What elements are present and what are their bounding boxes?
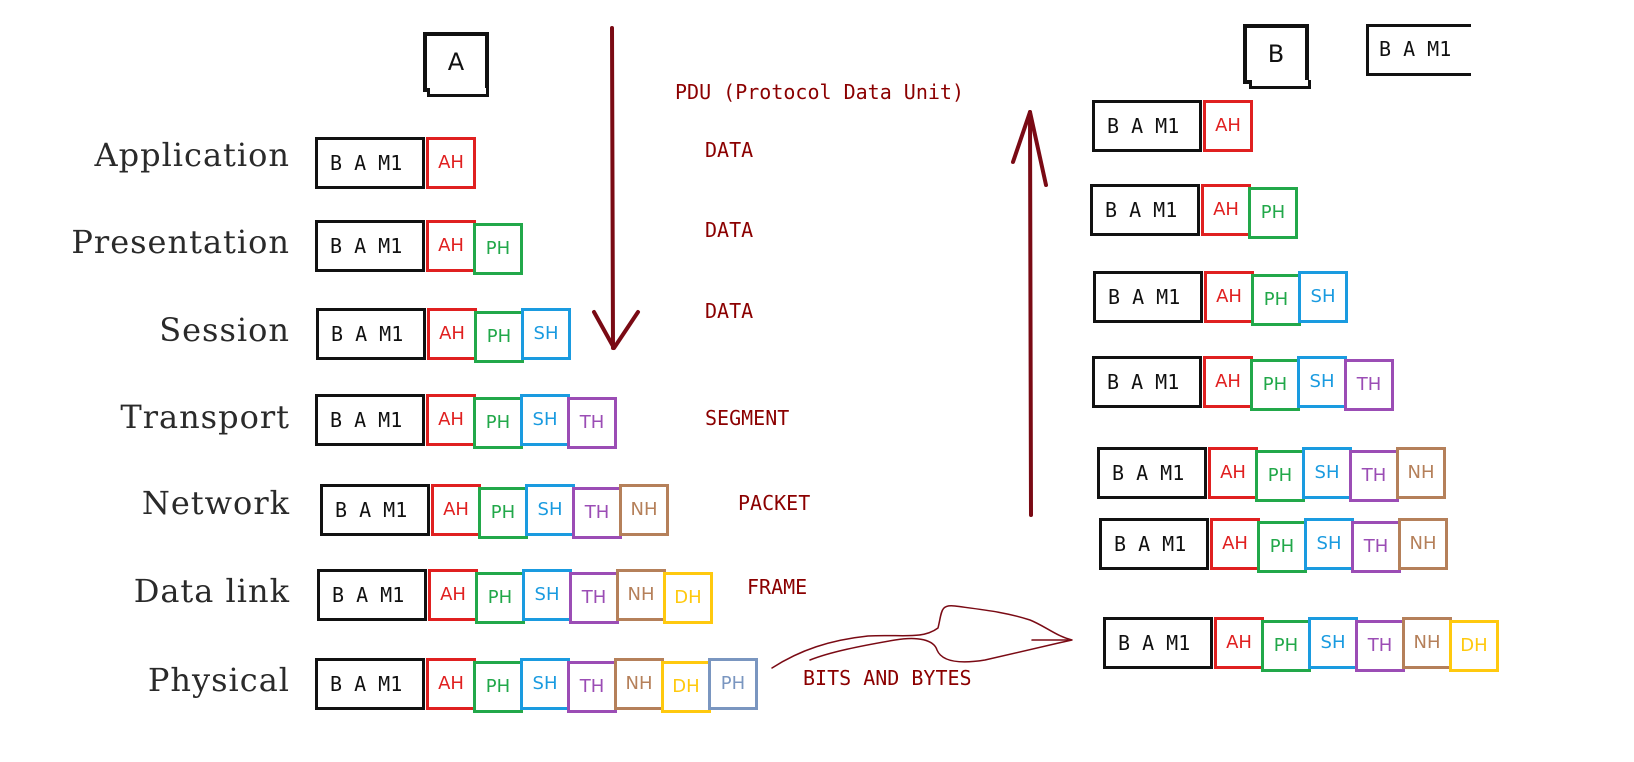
payload-box: B A M1 [315, 394, 425, 446]
layer-label-transport: Transport [120, 398, 290, 436]
pdu-network: PACKET [738, 491, 811, 515]
header-ph: PH [473, 223, 523, 275]
header-th: TH [567, 661, 617, 713]
header-ah: AH [426, 220, 476, 272]
header-nh: NH [1402, 617, 1452, 669]
pdu-session: DATA [705, 299, 754, 323]
payload-box: B A M1 [1097, 447, 1207, 499]
layer-label-physical: Physical [147, 661, 290, 699]
header-ph: PH [1261, 620, 1311, 672]
down-arrowhead [592, 310, 640, 350]
header-ah: AH [1210, 518, 1260, 570]
header-sh: SH [521, 308, 571, 360]
header-ph: PH [1248, 187, 1298, 239]
host-b-label: B [1267, 40, 1285, 68]
header-ph: PH [478, 487, 528, 539]
payload-box: B A M1 [316, 308, 426, 360]
header-ah: AH [1203, 100, 1253, 152]
header-nh: NH [1396, 447, 1446, 499]
header-ph: PH [708, 658, 758, 710]
header-dh: DH [661, 661, 711, 713]
payload-box: B A M1 [315, 658, 425, 710]
payload-box: B A M1 [1092, 356, 1202, 408]
up-arrowhead [1011, 110, 1048, 187]
header-ph: PH [1250, 359, 1300, 411]
header-sh: SH [1298, 271, 1348, 323]
header-nh: NH [1398, 518, 1448, 570]
up-arrow [1028, 110, 1033, 517]
host-a-label: A [447, 48, 465, 76]
payload-box: B A M1 [315, 220, 425, 272]
header-ah: AH [428, 569, 478, 621]
header-ah: AH [426, 137, 476, 189]
payload-box: B A M1 [317, 569, 427, 621]
header-th: TH [1344, 359, 1394, 411]
payload-box: B A M1 [1103, 617, 1213, 669]
header-th: TH [1355, 620, 1405, 672]
header-sh: SH [525, 484, 575, 536]
header-sh: SH [520, 658, 570, 710]
received-message: B A M1 [1366, 24, 1471, 76]
payload-box: B A M1 [1093, 271, 1203, 323]
payload-box: B A M1 [1092, 100, 1202, 152]
pdu-application: DATA [705, 138, 754, 162]
payload-box: B A M1 [315, 137, 425, 189]
header-dh: DH [663, 572, 713, 624]
header-sh: SH [520, 394, 570, 446]
header-ah: AH [427, 308, 477, 360]
host-a-base [427, 88, 489, 97]
pdu-title: PDU (Protocol Data Unit) [675, 80, 964, 104]
payload-box: B A M1 [1090, 184, 1200, 236]
layer-label-data-link: Data link [133, 572, 290, 610]
pdu-presentation: DATA [705, 218, 754, 242]
pdu-data-link: FRAME [747, 575, 808, 599]
layer-label-network: Network [141, 484, 290, 522]
header-sh: SH [1297, 356, 1347, 408]
header-th: TH [1351, 521, 1401, 573]
layer-label-presentation: Presentation [71, 223, 290, 261]
header-dh: DH [1449, 620, 1499, 672]
received-message-text: B A M1 [1379, 37, 1452, 61]
header-th: TH [569, 572, 619, 624]
host-a-computer: A [423, 32, 489, 92]
down-arrow [610, 26, 615, 350]
header-ph: PH [1257, 521, 1307, 573]
payload-box: B A M1 [320, 484, 430, 536]
pdu-physical: BITS AND BYTES [803, 666, 972, 690]
host-b-base [1249, 80, 1311, 89]
pdu-transport: SEGMENT [705, 406, 790, 430]
header-th: TH [567, 397, 617, 449]
layer-label-application: Application [94, 136, 290, 174]
payload-box: B A M1 [1099, 518, 1209, 570]
header-nh: NH [619, 484, 669, 536]
header-ph: PH [475, 572, 525, 624]
header-ah: AH [1214, 617, 1264, 669]
physical-link-connector [771, 604, 1073, 669]
header-ah: AH [1203, 356, 1253, 408]
layer-label-session: Session [159, 311, 290, 349]
